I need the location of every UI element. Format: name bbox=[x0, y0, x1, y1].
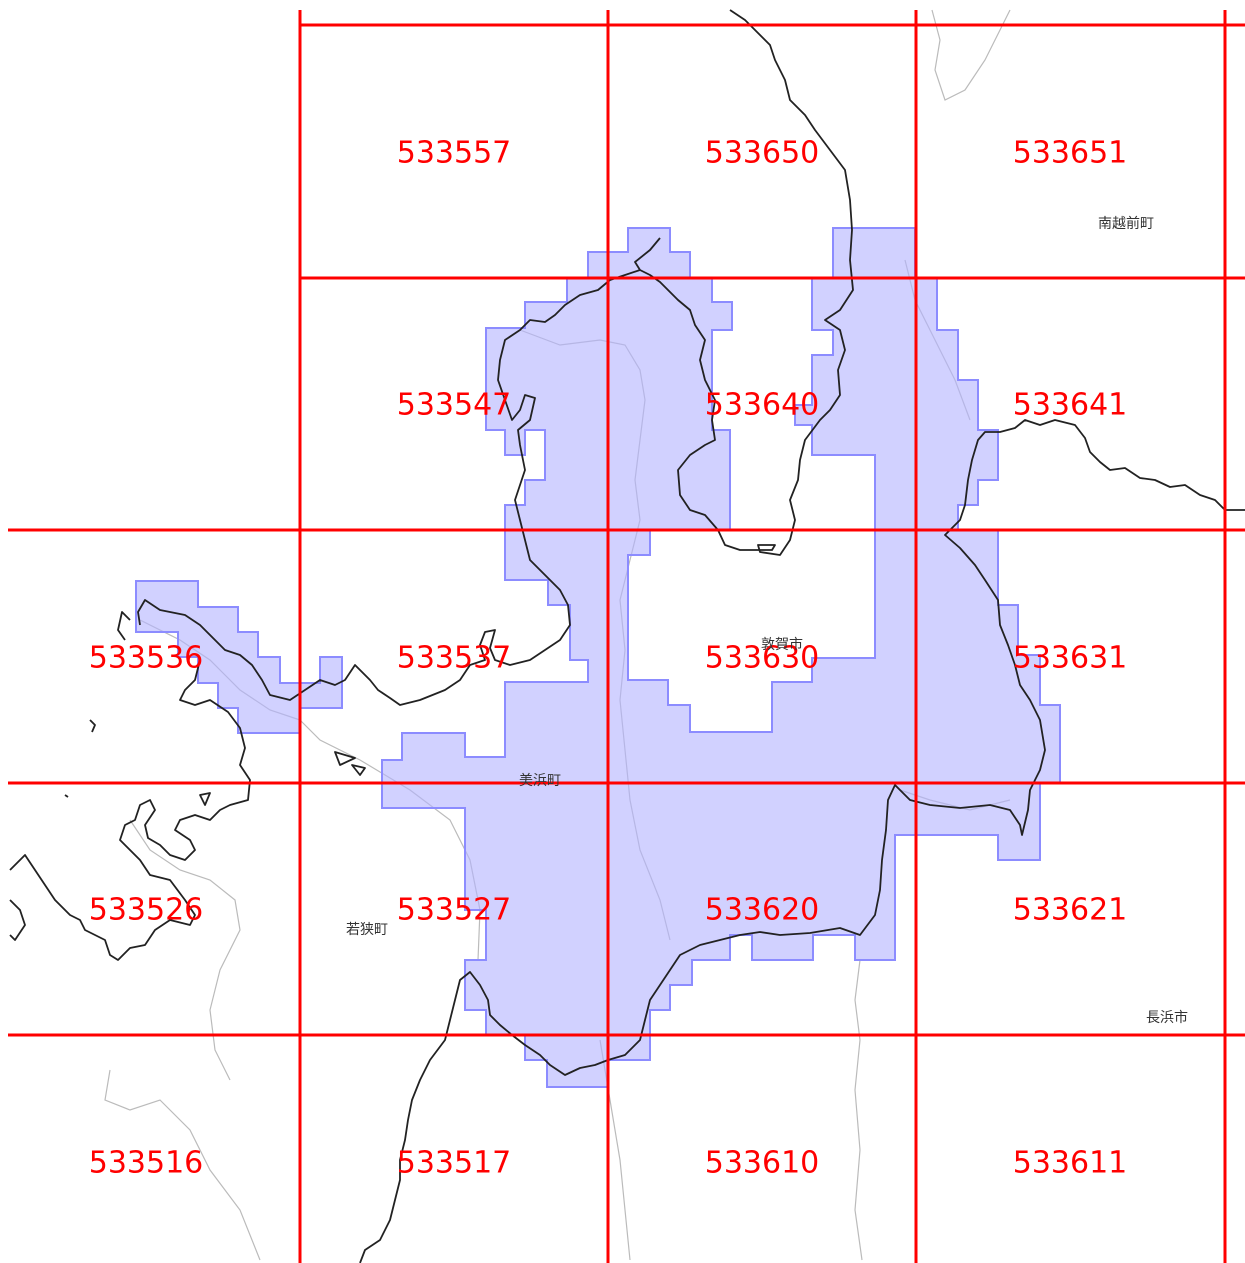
mesh-cell-label-533651: 533651 bbox=[1013, 136, 1128, 171]
mesh-cell-label-533641: 533641 bbox=[1013, 388, 1128, 423]
place-label-mihama: 美浜町 bbox=[519, 773, 561, 789]
mesh-cell-label-533527: 533527 bbox=[397, 893, 512, 928]
mesh-cell-label-533517: 533517 bbox=[397, 1146, 512, 1181]
mesh-cell-label-533536: 533536 bbox=[89, 641, 204, 676]
mesh-cell-label-533557: 533557 bbox=[397, 136, 512, 171]
mesh-cell-label-533650: 533650 bbox=[705, 136, 820, 171]
coverage-area bbox=[135, 227, 1061, 1088]
mesh-grid bbox=[8, 10, 1245, 1263]
mesh-cell-label-533611: 533611 bbox=[1013, 1146, 1128, 1181]
mesh-cell-label-533526: 533526 bbox=[89, 893, 204, 928]
place-label-nagahama: 長浜市 bbox=[1146, 1009, 1188, 1026]
mesh-cell-label-533621: 533621 bbox=[1013, 893, 1128, 928]
mesh-cell-label-533547: 533547 bbox=[397, 388, 512, 423]
mesh-cell-label-533537: 533537 bbox=[397, 641, 512, 676]
place-label-wakasa: 若狭町 bbox=[346, 922, 388, 938]
mesh-cell-label-533516: 533516 bbox=[89, 1146, 204, 1181]
mesh-cell-labels: 533557 533650 533651 533547 533640 53364… bbox=[89, 136, 1128, 1181]
coastline bbox=[9, 9, 1245, 1263]
mesh-cell-label-533610: 533610 bbox=[705, 1146, 820, 1181]
mesh-cell-label-533630: 533630 bbox=[705, 641, 820, 676]
place-name-labels: 南越前町 敦賀市 美浜町 若狭町 長浜市 bbox=[346, 215, 1188, 1026]
mesh-cell-label-533640: 533640 bbox=[705, 388, 820, 423]
place-label-tsuruga: 敦賀市 bbox=[761, 636, 803, 653]
mesh-cell-label-533631: 533631 bbox=[1013, 641, 1128, 676]
place-label-minamiechizen: 南越前町 bbox=[1098, 215, 1154, 232]
mesh-cell-label-533620: 533620 bbox=[705, 893, 820, 928]
